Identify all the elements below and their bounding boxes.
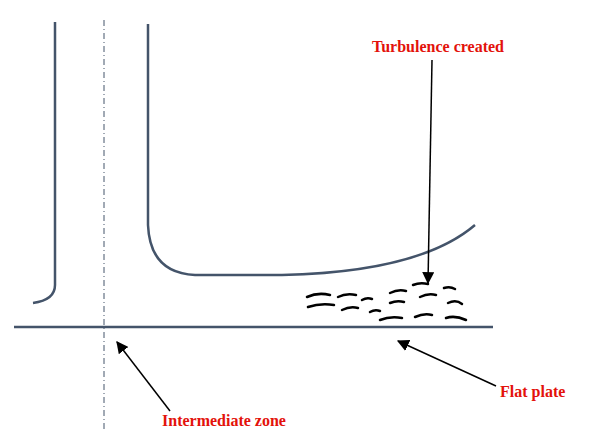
jet-left-boundary (33, 22, 55, 303)
turbulence-strokes (307, 283, 466, 320)
callout-label: Turbulence created (372, 38, 504, 56)
leader-arrows (117, 60, 496, 411)
flat-plate (14, 326, 493, 329)
callout-label: Intermediate zone (162, 412, 286, 430)
center-line (104, 20, 105, 432)
callout-label: Flat plate (500, 383, 565, 401)
jet-right-boundary (148, 24, 475, 275)
